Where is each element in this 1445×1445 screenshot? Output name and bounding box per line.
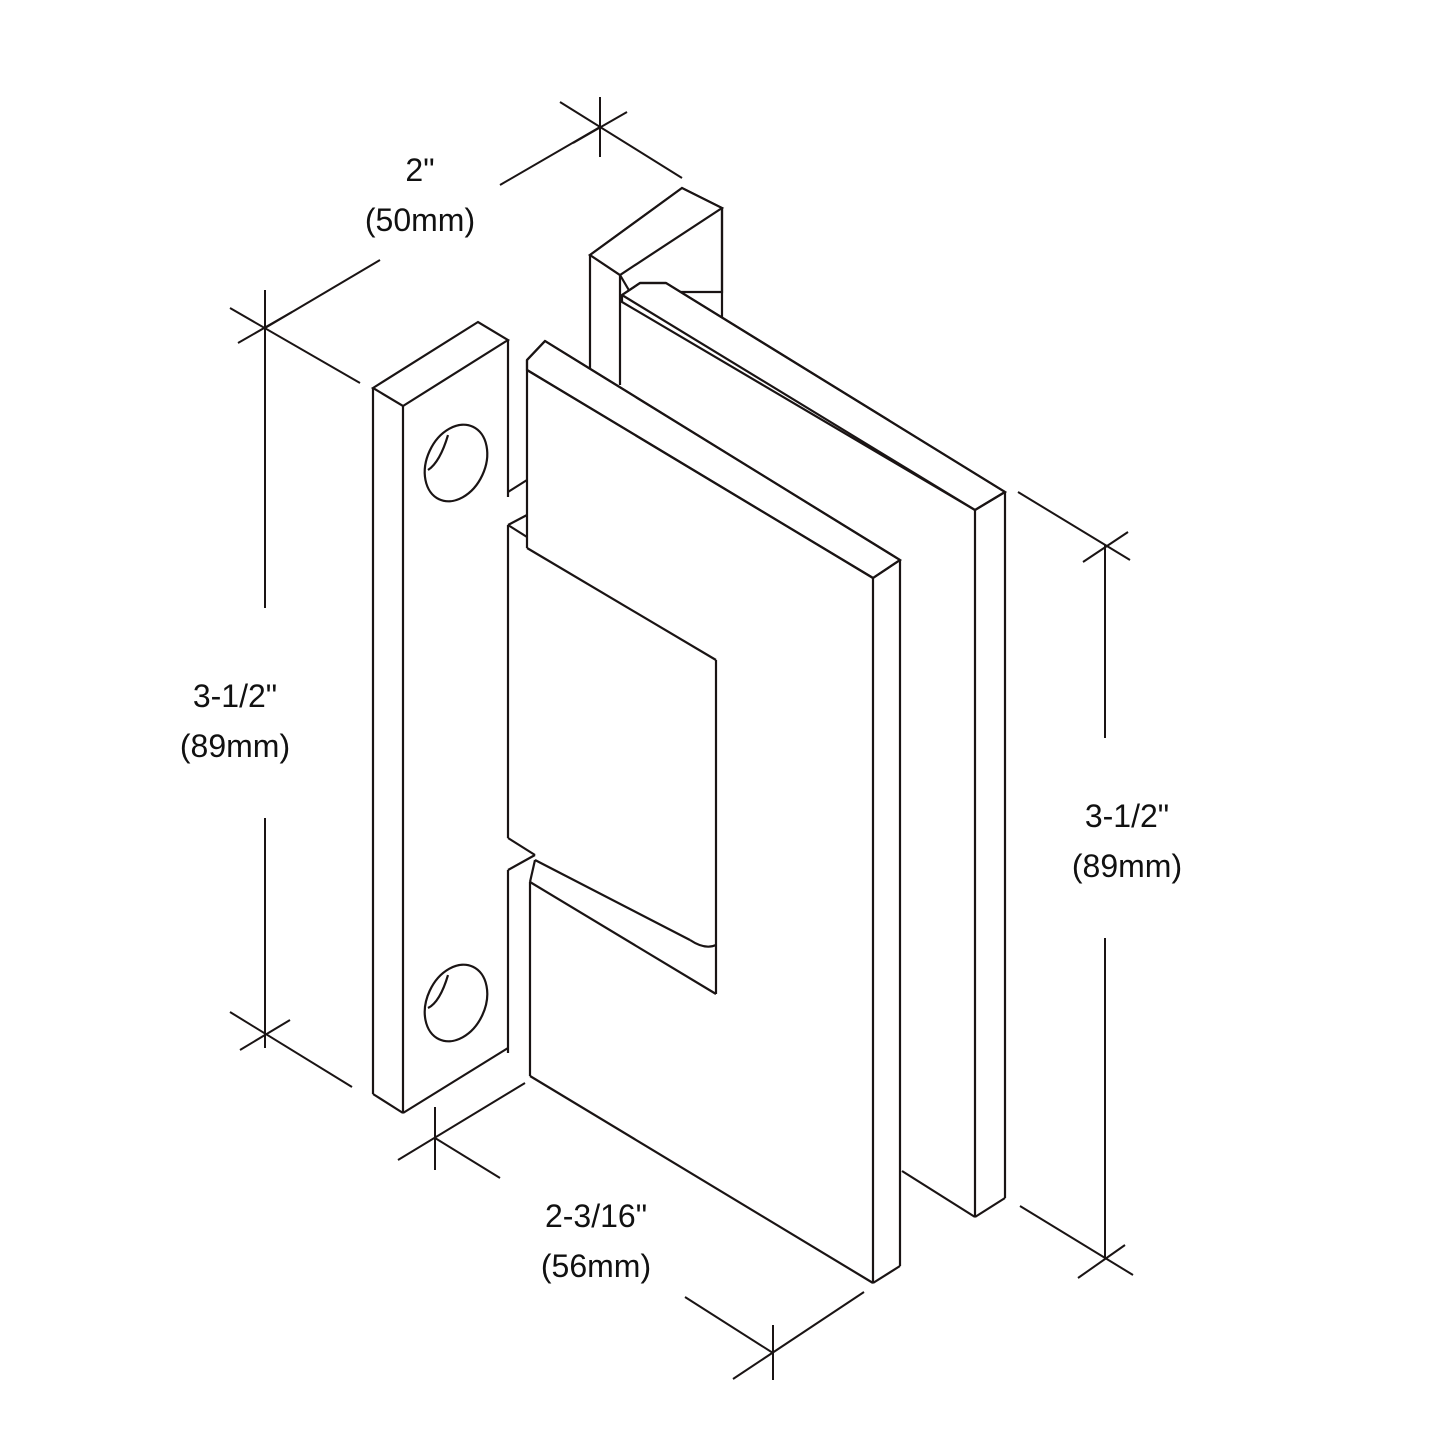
dimension-line-top-depth — [229, 97, 683, 608]
dimension-line-left-height — [229, 818, 353, 1088]
label-top-depth-imperial: 2" — [405, 152, 435, 188]
label-left-height: 3-1/2" (89mm) — [160, 676, 310, 766]
label-right-height: 3-1/2" (89mm) — [1052, 796, 1202, 886]
label-bottom-width-metric: (56mm) — [540, 1248, 652, 1284]
label-bottom-width: 2-3/16" (56mm) — [516, 1196, 676, 1286]
wall-mount-plate — [370, 320, 511, 1114]
label-bottom-width-imperial: 2-3/16" — [544, 1198, 648, 1234]
back-clamp-plate — [588, 186, 1008, 1218]
front-clamp-plate — [525, 339, 903, 1284]
lower-screw-hole — [423, 963, 489, 1043]
upper-screw-hole — [423, 423, 489, 503]
label-left-height-metric: (89mm) — [179, 728, 291, 764]
dimension-line-bottom-width — [397, 1082, 865, 1380]
label-left-height-imperial: 3-1/2" — [192, 678, 278, 714]
label-top-depth-metric: (50mm) — [364, 202, 476, 238]
label-right-height-metric: (89mm) — [1071, 848, 1183, 884]
label-top-depth: 2" (50mm) — [345, 150, 495, 240]
dimension-line-right-height — [1017, 491, 1134, 1279]
label-right-height-imperial: 3-1/2" — [1084, 798, 1170, 834]
hinge-body — [506, 479, 536, 1053]
